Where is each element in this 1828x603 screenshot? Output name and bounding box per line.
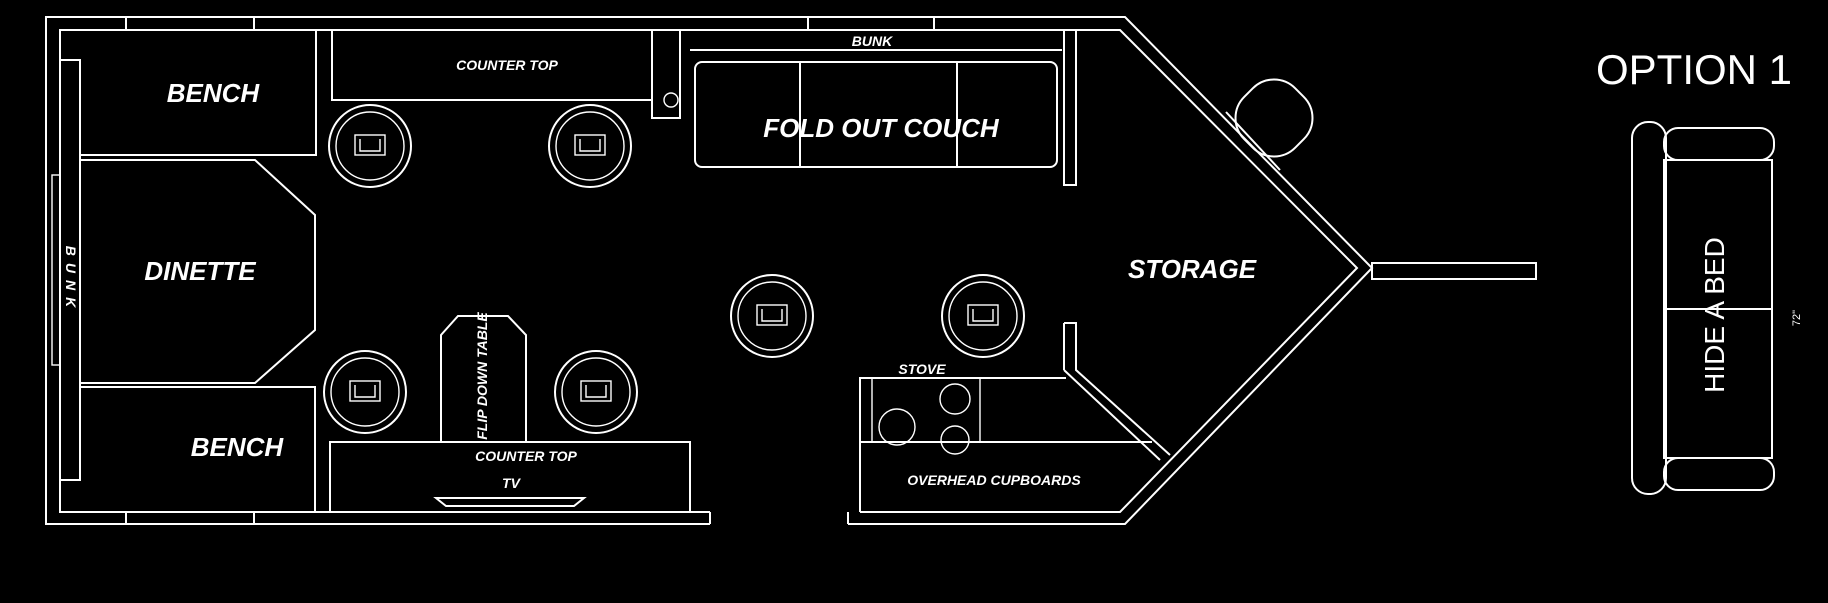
option-title: OPTION 1 [1596, 46, 1792, 93]
side-bunk [51, 59, 81, 481]
fold-out-couch-label: FOLD OUT COUCH [763, 113, 1000, 143]
ceiling-fixture [941, 274, 1025, 358]
storage-divider [1063, 322, 1171, 461]
hide-a-bed-detail [1631, 121, 1775, 495]
counter-top-lower [329, 441, 691, 512]
bench-bottom [80, 386, 316, 512]
counter-top-upper [331, 29, 681, 119]
trailer-hitch [1371, 262, 1537, 280]
bench-top-label: BENCH [167, 78, 261, 108]
hide-a-bed-label: HIDE A BED [1699, 237, 1730, 393]
front-fixture [1225, 78, 1314, 171]
ceiling-fixture [328, 104, 412, 188]
dinette-label: DINETTE [144, 256, 256, 286]
ceiling-fixture [730, 274, 814, 358]
ceiling-fixtures [323, 104, 1025, 434]
dimension-label: 72" [1791, 310, 1803, 326]
overhead-cupboards-label: OVERHEAD CUPBOARDS [907, 472, 1081, 488]
flip-down-table-label: FLIP DOWN TABLE [474, 312, 490, 440]
bunk-top-label: BUNK [852, 33, 893, 49]
storage-label: STORAGE [1128, 254, 1257, 284]
bunk-side-label: BUNK [63, 246, 79, 314]
ceiling-fixture [323, 350, 407, 434]
ceiling-fixture [554, 350, 638, 434]
trailer-outer-wall [45, 16, 1374, 525]
windows [125, 16, 935, 525]
stove-label: STOVE [898, 361, 946, 377]
bench-top [80, 30, 317, 156]
fold-out-couch [690, 29, 1077, 186]
bench-bottom-label: BENCH [191, 432, 285, 462]
ceiling-fixture [548, 104, 632, 188]
counter-top-upper-label: COUNTER TOP [456, 57, 558, 73]
counter-top-lower-label: COUNTER TOP [475, 448, 577, 464]
tv [433, 497, 587, 507]
dinette [80, 159, 316, 384]
stove-and-cupboards [859, 377, 1152, 512]
tv-label: TV [502, 475, 522, 491]
